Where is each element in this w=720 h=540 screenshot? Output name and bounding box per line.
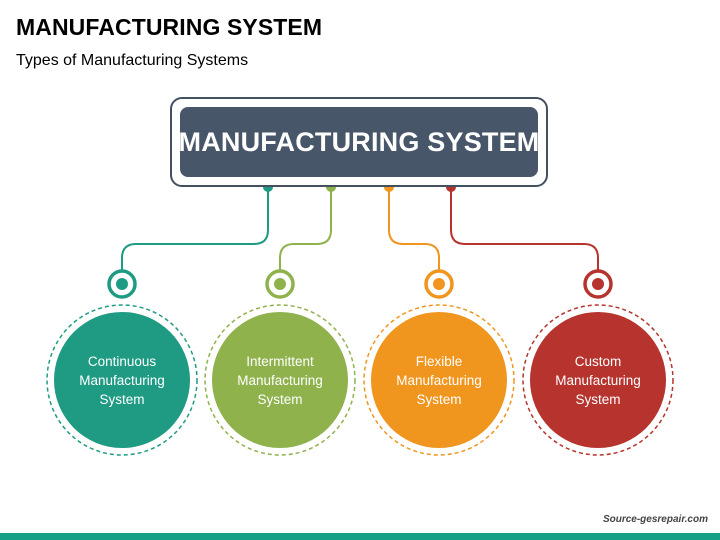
- dashed-ring-flexible: [363, 304, 515, 456]
- node-marker-flexible: [424, 269, 454, 299]
- connector-flexible: [388, 187, 440, 270]
- hub-label: MANUFACTURING SYSTEM: [178, 126, 540, 157]
- slide-subtitle: Types of Manufacturing Systems: [16, 52, 249, 69]
- dashed-ring-intermittent: [204, 304, 356, 456]
- type-circle-flexible: Flexible Manufacturing System: [371, 312, 507, 448]
- slide-title: MANUFACTURING SYSTEM: [16, 14, 323, 40]
- node-dot: [116, 278, 128, 290]
- bottom-accent-bar: [0, 533, 720, 540]
- node-marker-custom: [583, 269, 613, 299]
- node-ring: [424, 269, 454, 299]
- type-label: Flexible Manufacturing System: [396, 353, 482, 407]
- node-ring: [583, 269, 613, 299]
- hub-inner: MANUFACTURING SYSTEM: [178, 107, 540, 177]
- node-ring: [107, 269, 137, 299]
- connector-intermittent: [279, 187, 332, 270]
- source-note: Source-gesrepair.com: [602, 514, 708, 525]
- type-circle-custom: Custom Manufacturing System: [530, 312, 666, 448]
- node-ring: [265, 269, 295, 299]
- hub-box: MANUFACTURING SYSTEM: [170, 97, 548, 187]
- node-marker-continuous: [107, 269, 137, 299]
- type-circle-intermittent: Intermittent Manufacturing System: [212, 312, 348, 448]
- connector-continuous: [121, 187, 269, 270]
- type-label: Custom Manufacturing System: [555, 353, 641, 407]
- node-marker-intermittent: [265, 269, 295, 299]
- dashed-ring-continuous: [46, 304, 198, 456]
- type-label: Intermittent Manufacturing System: [237, 353, 323, 407]
- node-dot: [274, 278, 286, 290]
- dashed-ring-custom: [522, 304, 674, 456]
- type-label: Continuous Manufacturing System: [79, 353, 165, 407]
- node-dot: [433, 278, 445, 290]
- type-circle-continuous: Continuous Manufacturing System: [54, 312, 190, 448]
- node-dot: [592, 278, 604, 290]
- connector-custom: [450, 187, 599, 270]
